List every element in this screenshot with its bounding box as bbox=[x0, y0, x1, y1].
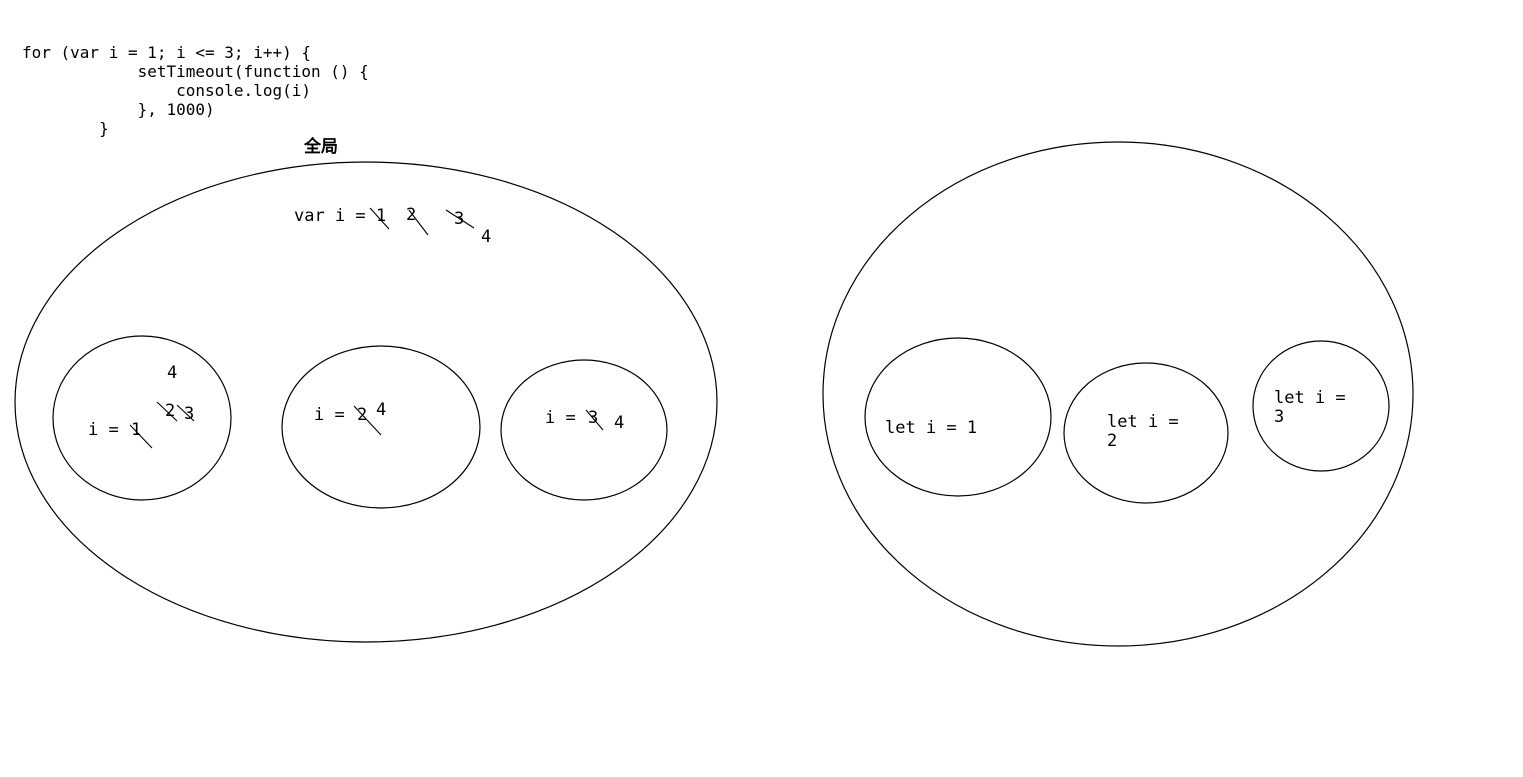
global-var-value-2: 2 bbox=[406, 205, 416, 225]
code-line-2: setTimeout(function () { bbox=[22, 62, 369, 81]
block-1-line-1: let i = 1 bbox=[885, 418, 977, 438]
block-3-line-2: 3 bbox=[1274, 407, 1284, 427]
block-2-line-1: let i = bbox=[1107, 412, 1179, 432]
outer-scope-ellipse bbox=[822, 141, 1414, 647]
strike-mark bbox=[176, 404, 195, 422]
closure-1-prefix: i = bbox=[88, 420, 119, 440]
closure-1-value-4: 4 bbox=[167, 363, 177, 383]
strike-mark bbox=[353, 405, 382, 436]
closure-3-value-2: 4 bbox=[614, 413, 624, 433]
code-line-1: for (var i = 1; i <= 3; i++) { bbox=[22, 43, 311, 62]
strike-mark bbox=[369, 207, 390, 230]
block-3-line-1: let i = bbox=[1274, 388, 1346, 408]
block-scope-3 bbox=[1252, 340, 1390, 472]
global-scope-ellipse bbox=[14, 161, 718, 643]
global-var-value-1: 1 bbox=[376, 206, 386, 226]
strike-mark bbox=[156, 401, 178, 422]
block-scope-2 bbox=[1063, 362, 1229, 504]
closure-1-value-2: 2 bbox=[165, 401, 175, 421]
code-line-4: }, 1000) bbox=[22, 100, 215, 119]
global-scope-title: 全局 bbox=[303, 136, 338, 157]
closure-scope-3 bbox=[500, 359, 668, 501]
left-diagram: 全局 var i = 1 2 3 4 i = 1 2 3 4 i = 2 4 i… bbox=[14, 136, 718, 643]
right-diagram: let i = 1 let i = 2 let i = 3 bbox=[822, 141, 1414, 647]
block-scope-1 bbox=[864, 337, 1052, 497]
closure-1-value-3: 3 bbox=[184, 404, 194, 424]
strike-mark bbox=[445, 209, 475, 229]
block-2-line-2: 2 bbox=[1107, 431, 1117, 451]
global-var-value-4: 4 bbox=[481, 227, 491, 247]
closure-1-value-1: 1 bbox=[131, 420, 141, 440]
closure-2-prefix: i = bbox=[314, 405, 345, 425]
strike-mark bbox=[129, 424, 153, 449]
global-var-prefix: var i = bbox=[294, 206, 366, 226]
strike-mark bbox=[585, 409, 604, 431]
code-line-5: } bbox=[22, 119, 109, 138]
closure-scope-1 bbox=[52, 335, 232, 501]
closure-3-prefix: i = bbox=[545, 408, 576, 428]
closure-scope-2 bbox=[281, 345, 481, 509]
closure-2-value-2: 4 bbox=[376, 400, 386, 420]
strike-mark bbox=[408, 209, 429, 236]
code-line-3: console.log(i) bbox=[22, 81, 311, 100]
